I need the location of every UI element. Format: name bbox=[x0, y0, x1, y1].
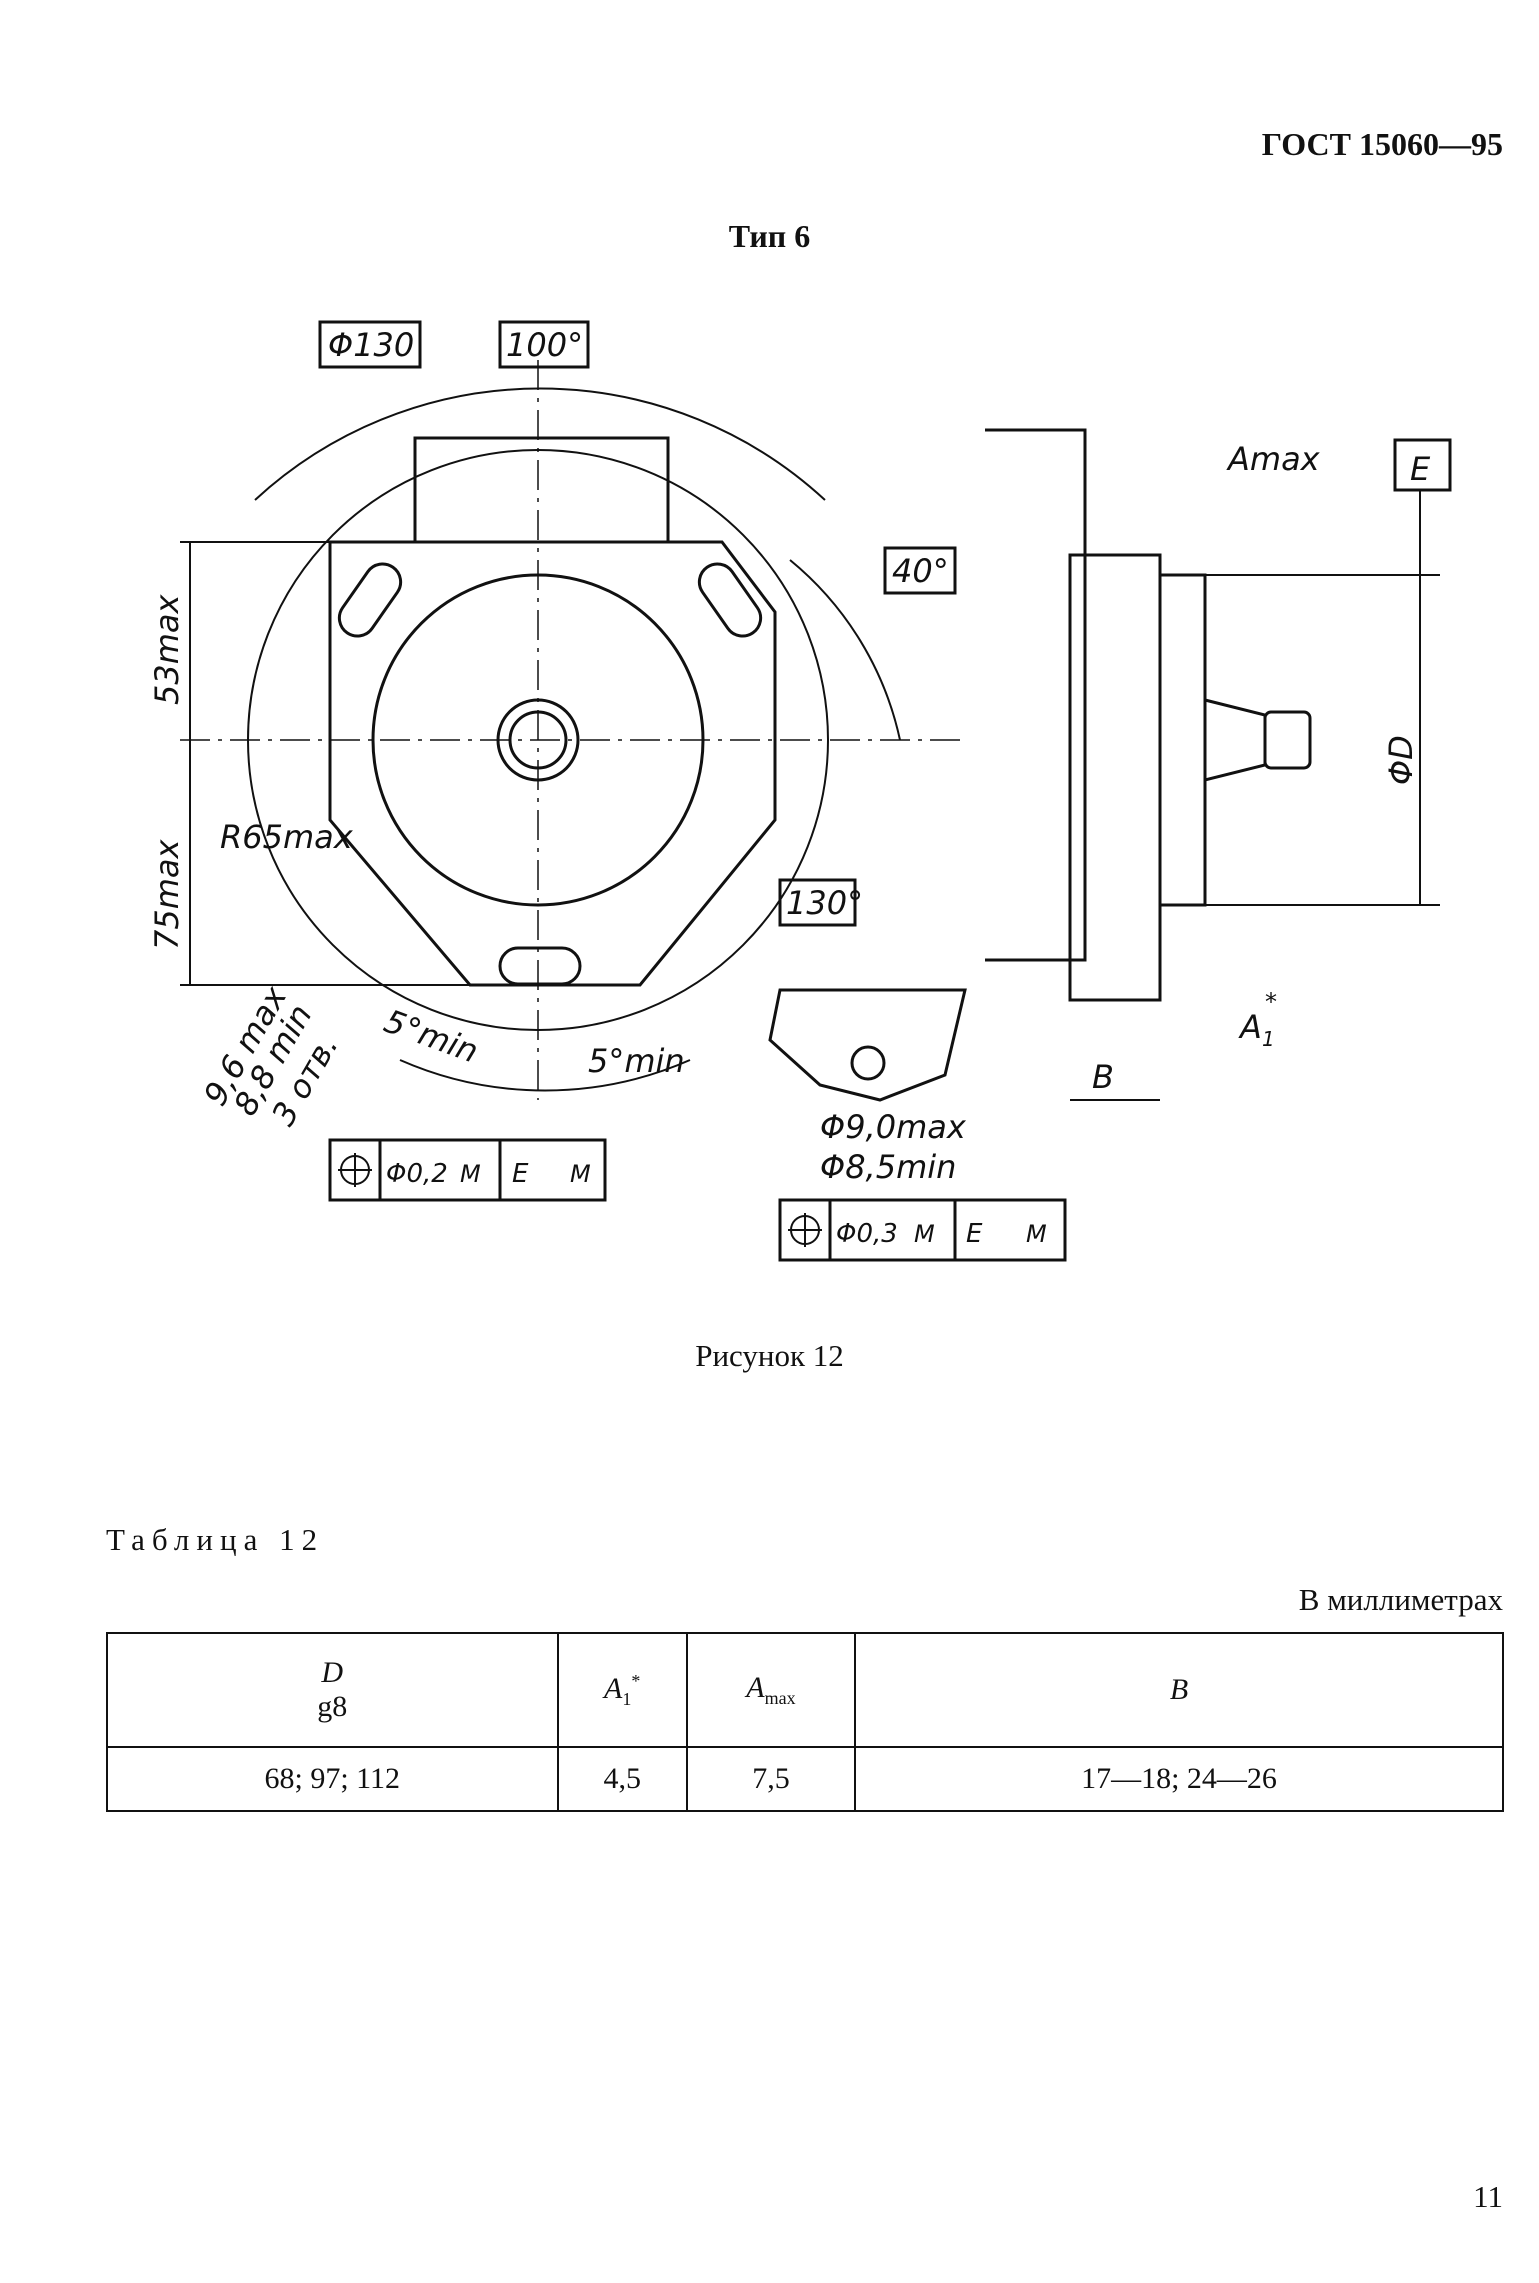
side-view-plate bbox=[1158, 573, 1207, 907]
datum-e-box bbox=[1393, 438, 1452, 492]
angle-arc-min bbox=[399, 1059, 691, 1092]
label-a1-sub: 1 bbox=[1262, 1027, 1275, 1051]
side-view-body bbox=[985, 428, 1087, 962]
label-a1-star: * bbox=[1265, 988, 1277, 1016]
table-row: 68; 97; 112 4,5 7,5 17—18; 24—26 bbox=[106, 1746, 1504, 1812]
header-d: D g8 bbox=[106, 1632, 559, 1748]
label-75max: 75max bbox=[148, 839, 186, 951]
cell-d: 68; 97; 112 bbox=[106, 1746, 559, 1812]
label-box-100 bbox=[498, 320, 590, 369]
tol1-m2: M bbox=[570, 1160, 591, 1188]
type-title: Тип 6 bbox=[728, 218, 811, 254]
label-phiD: ΦD bbox=[1382, 735, 1420, 785]
label-angle-40: 40° bbox=[892, 552, 949, 590]
header-a1-star: * bbox=[631, 1670, 641, 1691]
header-amax-label: A bbox=[746, 1671, 765, 1704]
spec-table: D g8 A1* Amax B 68; 97; 112 4,5 7,5 17—1… bbox=[106, 1632, 1504, 1812]
header-d-label: D bbox=[321, 1656, 344, 1689]
angle-arc-100 bbox=[254, 387, 826, 501]
units-note: В миллиметрах bbox=[1298, 1582, 1503, 1617]
label-box-130 bbox=[778, 878, 857, 927]
label-box-phi130 bbox=[318, 320, 422, 369]
slot-right bbox=[697, 562, 763, 638]
cell-amax: 7,5 bbox=[685, 1746, 857, 1812]
flange-outline bbox=[328, 540, 777, 987]
detail-hole bbox=[850, 1045, 886, 1081]
figure-caption: Рисунок 12 bbox=[695, 1338, 844, 1373]
table-header-row: D g8 A1* Amax B bbox=[106, 1632, 1504, 1748]
side-view-nut bbox=[1263, 710, 1312, 770]
detail-view bbox=[768, 988, 967, 1102]
header-amax: Amax bbox=[685, 1632, 857, 1748]
label-a1: A bbox=[1238, 1008, 1262, 1046]
header-d-sub: g8 bbox=[317, 1690, 348, 1723]
boss-outline bbox=[413, 436, 670, 542]
label-5min-left: 5°min bbox=[379, 1002, 483, 1071]
tol1-e: E bbox=[512, 1159, 529, 1189]
tol1-value: Φ0,2 bbox=[386, 1159, 448, 1189]
label-phi130: Φ130 bbox=[328, 326, 414, 364]
label-5min-right: 5°min bbox=[588, 1042, 685, 1080]
slot-left bbox=[337, 562, 403, 638]
tol2-value: Φ0,3 bbox=[836, 1219, 898, 1249]
label-r65max: R65max bbox=[220, 818, 354, 856]
label-hole-90: Φ9,0max bbox=[820, 1108, 967, 1146]
technical-drawing: Φ130 100° Amax E 40° 53max 75max R65max … bbox=[148, 320, 1452, 1262]
header-a1: A1* bbox=[556, 1632, 688, 1748]
page-number: 11 bbox=[1473, 2179, 1503, 2214]
cell-a1: 4,5 bbox=[556, 1746, 688, 1812]
header-a1-sub: 1 bbox=[622, 1688, 632, 1709]
label-datum-e: E bbox=[1410, 450, 1431, 488]
tol1-m: M bbox=[460, 1160, 481, 1188]
side-view-fitting bbox=[1203, 698, 1267, 782]
tol2-m: M bbox=[914, 1220, 935, 1248]
table-title: Таблица 12 bbox=[106, 1522, 325, 1557]
header-b: B bbox=[854, 1632, 1504, 1748]
header-a1-label: A bbox=[604, 1671, 623, 1705]
tol2-m2: M bbox=[1026, 1220, 1047, 1248]
angle-arc-40 bbox=[789, 559, 901, 741]
header-amax-sub: max bbox=[764, 1688, 796, 1708]
standard-code: ГОСТ 15060—95 bbox=[1261, 126, 1503, 162]
cell-b: 17—18; 24—26 bbox=[854, 1746, 1504, 1812]
slot-bottom bbox=[498, 946, 582, 986]
label-53max: 53max bbox=[148, 594, 186, 706]
tolerance-frame-1 bbox=[328, 1138, 607, 1202]
label-box-40 bbox=[883, 546, 957, 595]
tolerance-frame-2 bbox=[778, 1198, 1067, 1262]
label-b: B bbox=[1092, 1058, 1114, 1096]
tol2-e: E bbox=[966, 1219, 983, 1249]
header-b-label: B bbox=[1169, 1673, 1189, 1706]
label-hole-85: Φ8,5min bbox=[820, 1148, 956, 1186]
label-angle-130: 130° bbox=[786, 884, 863, 922]
label-amax: Amax bbox=[1226, 440, 1321, 478]
label-angle-100: 100° bbox=[506, 326, 583, 364]
